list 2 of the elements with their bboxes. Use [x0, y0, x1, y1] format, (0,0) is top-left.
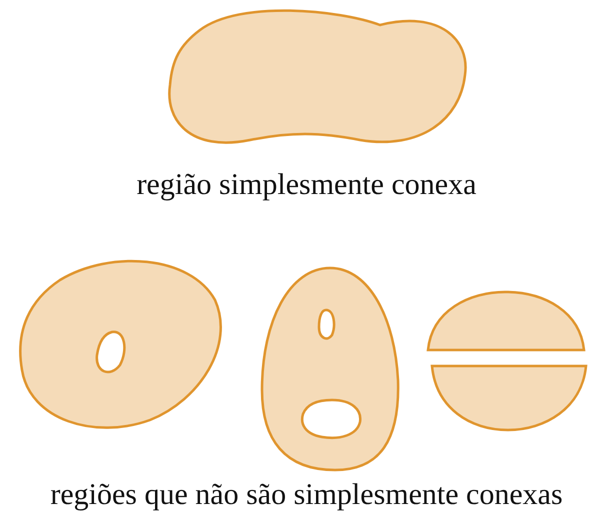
- caption: região simplesmente conexa: [136, 168, 476, 201]
- caption: regiões que não são simplesmente conexas: [50, 478, 563, 511]
